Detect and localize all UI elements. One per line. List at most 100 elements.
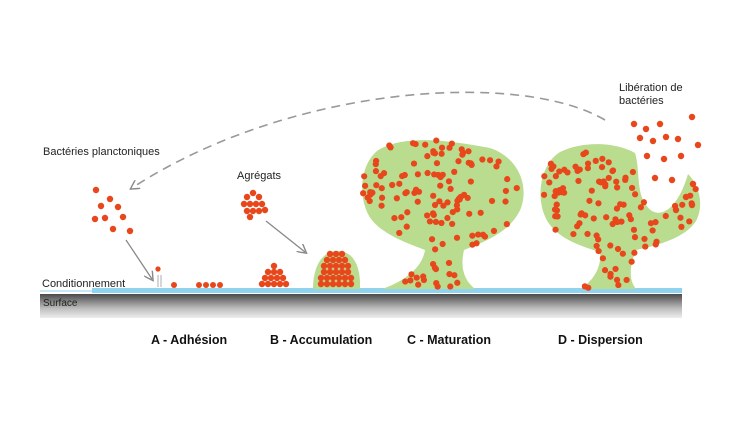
bacterium-dot xyxy=(323,280,331,288)
bacterium-dot xyxy=(276,280,284,288)
bacterium-dot xyxy=(647,220,655,227)
bacterium-dot xyxy=(449,220,456,228)
bacterium-dot xyxy=(660,155,668,163)
bacterium-dot xyxy=(402,278,409,285)
bacterium-dot xyxy=(403,223,410,230)
bacterium-dot xyxy=(453,234,461,241)
bacterium-dot xyxy=(92,186,100,194)
bacterium-dot xyxy=(454,206,461,213)
bacterium-dot xyxy=(614,245,622,253)
bacterium-dot xyxy=(689,180,697,188)
bacterium-dot xyxy=(576,220,583,227)
bacterium-dot xyxy=(320,262,328,270)
bacterium-dot xyxy=(437,173,444,181)
bacterium-dot xyxy=(469,241,476,248)
bacterium-dot xyxy=(598,164,606,171)
bacterium-dot xyxy=(437,182,444,189)
bacterium-dot xyxy=(672,206,680,214)
bacterium-dot xyxy=(603,214,610,221)
bacterium-dot xyxy=(643,152,651,160)
bacterium-dot xyxy=(378,202,385,209)
bacterium-dot xyxy=(258,280,266,288)
bacterium-dot xyxy=(609,220,616,228)
bacterium-dot xyxy=(432,218,440,225)
bacterium-dot xyxy=(590,215,597,222)
bacterium-dot xyxy=(446,270,453,278)
bacterium-dot xyxy=(338,268,346,276)
bacterium-dot xyxy=(601,267,609,274)
bacterium-dot xyxy=(642,243,649,250)
bacterium-dot xyxy=(347,274,355,282)
bacterium-dot xyxy=(249,189,257,197)
surface-bar xyxy=(40,294,682,318)
aggregate-arrow xyxy=(265,220,305,252)
bacterium-dot xyxy=(559,185,567,192)
bacterium-dot xyxy=(582,149,589,156)
biofilm-dispersion xyxy=(540,144,701,289)
bacterium-dot xyxy=(502,187,510,195)
bacterium-dot xyxy=(622,174,629,181)
stage-label-adhesion: A - Adhésion xyxy=(151,333,227,347)
bacterium-dot xyxy=(628,184,636,192)
bacterium-dot xyxy=(653,238,660,245)
bacterium-dot xyxy=(412,140,419,148)
stage-label-accumulation: B - Accumulation xyxy=(270,333,372,347)
bacterium-dot xyxy=(668,176,676,184)
bacterium-dot xyxy=(264,280,272,288)
bacterium-dot xyxy=(258,200,266,208)
bacterium-dot xyxy=(630,226,638,233)
bacterium-dot xyxy=(171,282,177,288)
bacterium-dot xyxy=(679,201,686,208)
bacterium-dot xyxy=(552,173,559,180)
bacterium-dot xyxy=(613,276,621,284)
bacterium-dot xyxy=(326,250,334,258)
bacterium-dot xyxy=(688,113,696,121)
bacterium-dot xyxy=(344,262,352,270)
bacterium-dot xyxy=(404,209,411,216)
bacterium-dot xyxy=(451,272,458,279)
bacterium-dot xyxy=(630,120,638,128)
bacterium-dot xyxy=(119,213,127,221)
bacterium-dot xyxy=(588,187,595,194)
bacterium-dot xyxy=(445,259,453,267)
bacterium-dot xyxy=(335,280,343,288)
bacterium-dot xyxy=(581,283,588,290)
bacterium-dot xyxy=(605,174,612,182)
bacterium-dot xyxy=(373,182,380,189)
bacterium-dot xyxy=(255,193,263,201)
bacterium-dot xyxy=(595,200,602,207)
bacterium-dot xyxy=(196,282,202,288)
bacterium-dot xyxy=(686,218,693,225)
bacterium-dot xyxy=(631,191,639,198)
bacterium-dot xyxy=(651,174,659,182)
bacterium-dot xyxy=(577,211,584,218)
bacterium-dot xyxy=(617,201,624,208)
bacterium-dot xyxy=(373,157,380,165)
bacterium-dot xyxy=(614,184,621,191)
bacterium-dot xyxy=(438,144,446,151)
bacterium-dot xyxy=(270,280,278,288)
bacterium-dot xyxy=(414,198,421,205)
bacterium-dot xyxy=(114,203,122,211)
bacterium-dot xyxy=(447,185,454,192)
bacterium-dot xyxy=(553,201,560,208)
bacterium-dot xyxy=(649,227,656,234)
bacterium-dot xyxy=(326,262,334,270)
bacterium-dot xyxy=(656,120,664,128)
bacterium-dot xyxy=(317,280,325,288)
bacterium-dot xyxy=(341,280,349,288)
bacterium-dot xyxy=(378,185,385,192)
bacterium-dot xyxy=(626,212,633,219)
bacterium-dot xyxy=(592,157,599,164)
bacterium-dot xyxy=(323,256,331,264)
bacterium-dot xyxy=(552,213,559,220)
bacterium-dot xyxy=(267,274,275,282)
bacterium-dot xyxy=(210,282,216,288)
bacterium-dot xyxy=(439,240,446,248)
bacterium-dot xyxy=(692,186,699,193)
bacterium-dot xyxy=(609,167,616,175)
bacterium-dot xyxy=(503,221,510,228)
bacterium-dot xyxy=(403,189,410,196)
bacterium-dot xyxy=(475,231,482,238)
